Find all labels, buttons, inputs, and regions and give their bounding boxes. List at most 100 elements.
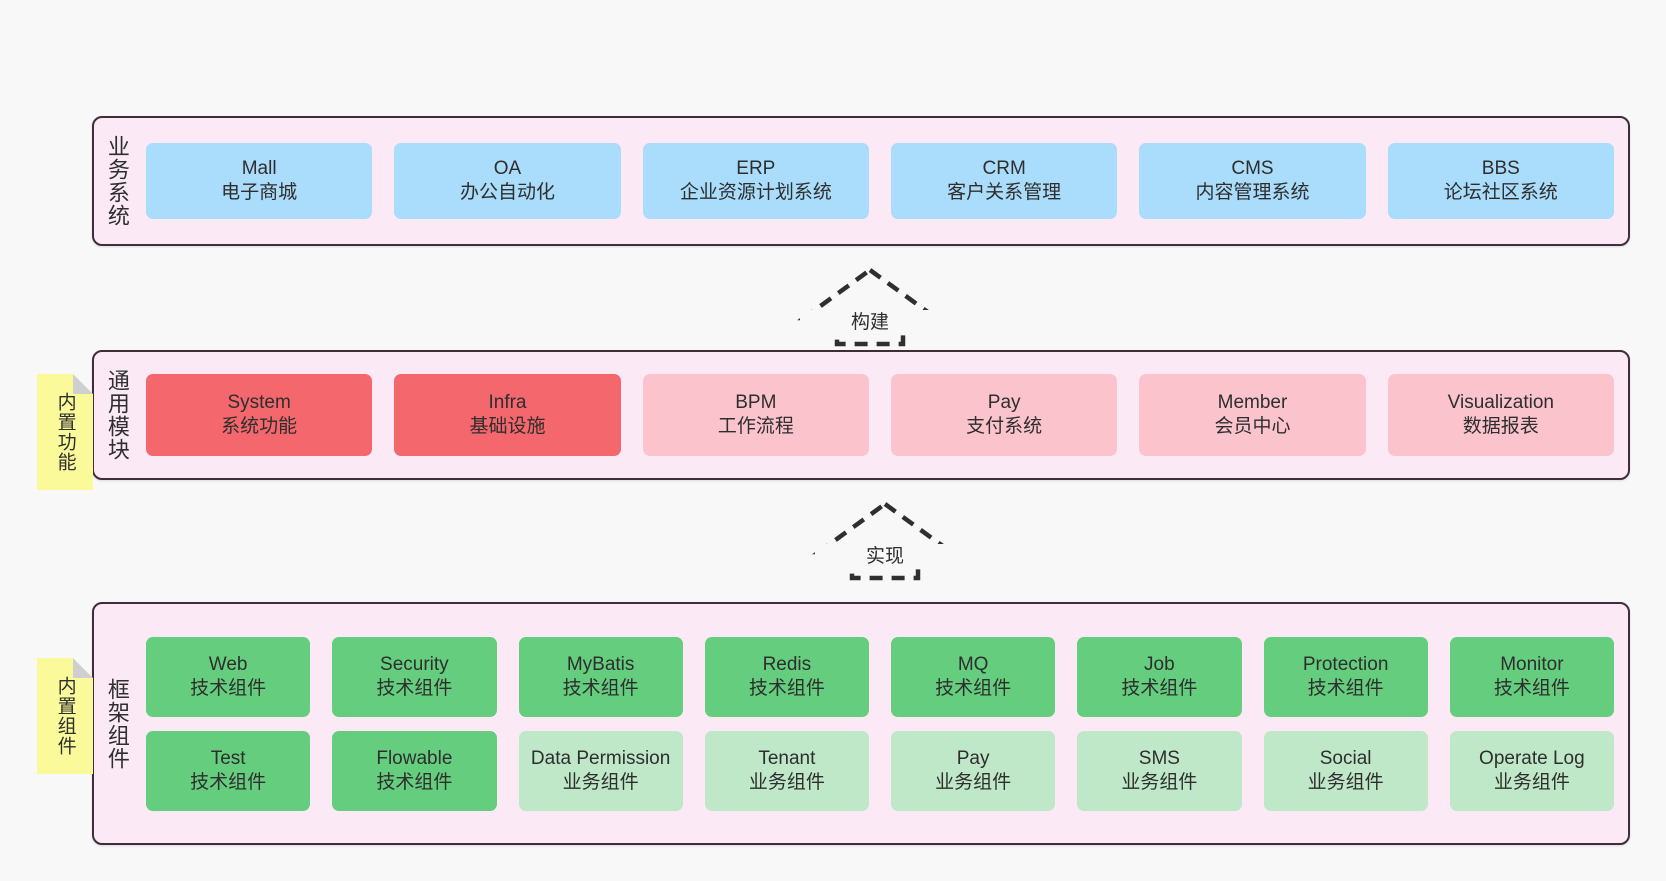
component-card-title: Flowable [376, 747, 453, 769]
module-card-subtitle: 基础设施 [469, 416, 546, 437]
module-card-title: Pay [987, 392, 1021, 414]
module-card-title: BBS [1481, 158, 1520, 180]
component-card-title: Redis [762, 653, 812, 675]
component-card-operate-log[interactable]: Operate Log 业务组件 [1449, 730, 1614, 811]
note-fold-icon [73, 658, 93, 678]
module-card-crm[interactable]: CRM 客户关系管理 [890, 143, 1118, 219]
module-card-member[interactable]: Member 会员中心 [1139, 374, 1366, 456]
module-card-system[interactable]: System 系统功能 [146, 374, 373, 456]
component-card-subtitle: 业务组件 [748, 771, 825, 793]
module-card-title: ERP [736, 158, 776, 180]
module-card-title: OA [493, 158, 522, 180]
arrow-implement: 实现 [812, 500, 958, 581]
component-card-tenant[interactable]: Tenant 业务组件 [704, 730, 869, 811]
module-card-subtitle: 企业资源计划系统 [679, 182, 832, 203]
module-card-oa[interactable]: OA 办公自动化 [394, 143, 621, 219]
layer-body-common-module: System 系统功能 Infra 基础设施 BPM 工作流程 Pay 支付系统… [140, 352, 1628, 478]
layer-title-framework-component: 框架组件 [104, 677, 130, 770]
module-card-subtitle: 电子商城 [221, 182, 298, 203]
module-card-erp[interactable]: ERP 企业资源计划系统 [642, 143, 869, 219]
layer-row: Test 技术组件 Flowable 技术组件 Data Permission … [146, 730, 1614, 811]
module-card-pay[interactable]: Pay 支付系统 [890, 374, 1118, 456]
module-card-subtitle: 内容管理系统 [1195, 182, 1310, 203]
module-card-title: Mall [241, 158, 277, 180]
component-card-test[interactable]: Test 技术组件 [146, 730, 311, 811]
component-card-subtitle: 技术组件 [748, 677, 825, 699]
component-card-monitor[interactable]: Monitor 技术组件 [1449, 636, 1614, 717]
module-card-visualization[interactable]: Visualization 数据报表 [1387, 374, 1614, 456]
component-card-subtitle: 业务组件 [935, 771, 1012, 793]
component-card-subtitle: 业务组件 [1493, 771, 1570, 793]
component-card-title: Data Permission [530, 747, 671, 769]
layer-body-business-system: Mall 电子商城 OA 办公自动化 ERP 企业资源计划系统 CRM 客户关系… [140, 118, 1628, 244]
component-card-redis[interactable]: Redis 技术组件 [704, 636, 869, 717]
component-card-subtitle: 技术组件 [1493, 677, 1570, 699]
component-card-data-permission[interactable]: Data Permission 业务组件 [518, 730, 683, 811]
component-card-subtitle: 技术组件 [376, 771, 453, 793]
layer-row: System 系统功能 Infra 基础设施 BPM 工作流程 Pay 支付系统… [146, 374, 1614, 456]
component-card-subtitle: 业务组件 [1121, 771, 1198, 793]
component-card-mq[interactable]: MQ 技术组件 [891, 636, 1056, 717]
module-card-subtitle: 论坛社区系统 [1443, 182, 1558, 203]
sticky-note-builtin-features: 内置功能 [37, 374, 93, 490]
component-card-security[interactable]: Security 技术组件 [332, 636, 497, 717]
module-card-subtitle: 会员中心 [1214, 416, 1291, 437]
component-card-subtitle: 业务组件 [562, 771, 639, 793]
component-card-subtitle: 技术组件 [935, 677, 1012, 699]
component-card-sms[interactable]: SMS 业务组件 [1077, 730, 1242, 811]
layer-row: Mall 电子商城 OA 办公自动化 ERP 企业资源计划系统 CRM 客户关系… [146, 143, 1614, 219]
layer-framework-component: 框架组件 Web 技术组件 Security 技术组件 MyBatis 技术组件… [92, 602, 1630, 845]
module-card-subtitle: 工作流程 [717, 416, 794, 437]
module-card-subtitle: 客户关系管理 [947, 182, 1062, 203]
sticky-note-label: 内置组件 [54, 676, 76, 756]
component-card-title: Monitor [1500, 653, 1564, 675]
component-card-subtitle: 技术组件 [190, 771, 267, 793]
layer-business-system: 业务系统 Mall 电子商城 OA 办公自动化 ERP 企业资源计划系统 CRM… [92, 116, 1630, 246]
module-card-mall[interactable]: Mall 电子商城 [146, 143, 373, 219]
module-card-subtitle: 支付系统 [966, 416, 1043, 437]
component-card-title: Security [380, 653, 449, 675]
component-card-subtitle: 技术组件 [1307, 677, 1384, 699]
sticky-note-label: 内置功能 [54, 392, 76, 472]
component-card-title: Tenant [758, 747, 816, 769]
component-card-title: MyBatis [566, 653, 635, 675]
arrow-build-label: 构建 [800, 310, 940, 335]
module-card-infra[interactable]: Infra 基础设施 [394, 374, 621, 456]
component-card-title: Pay [956, 747, 990, 769]
module-card-subtitle: 系统功能 [221, 416, 298, 437]
module-card-title: CMS [1231, 158, 1274, 180]
module-card-title: CRM [982, 158, 1026, 180]
component-card-title: Web [208, 653, 248, 675]
layer-common-module: 通用模块 System 系统功能 Infra 基础设施 BPM 工作流程 Pay… [92, 350, 1630, 480]
note-fold-icon [73, 374, 93, 394]
layer-row: Web 技术组件 Security 技术组件 MyBatis 技术组件 Redi… [146, 636, 1614, 717]
module-card-title: System [227, 392, 291, 414]
component-card-subtitle: 技术组件 [376, 677, 453, 699]
component-card-web[interactable]: Web 技术组件 [146, 636, 311, 717]
sticky-note-builtin-components: 内置组件 [37, 658, 93, 774]
component-card-job[interactable]: Job 技术组件 [1077, 636, 1242, 717]
component-card-title: SMS [1138, 747, 1180, 769]
component-card-social[interactable]: Social 业务组件 [1263, 730, 1428, 811]
module-card-subtitle: 办公自动化 [459, 182, 555, 203]
layer-body-framework-component: Web 技术组件 Security 技术组件 MyBatis 技术组件 Redi… [140, 604, 1628, 843]
arrow-implement-label: 实现 [815, 544, 955, 569]
component-card-subtitle: 技术组件 [1121, 677, 1198, 699]
component-card-title: Protection [1302, 653, 1389, 675]
module-card-bbs[interactable]: BBS 论坛社区系统 [1387, 143, 1614, 219]
component-card-title: MQ [957, 653, 989, 675]
module-card-bpm[interactable]: BPM 工作流程 [642, 374, 869, 456]
component-card-protection[interactable]: Protection 技术组件 [1263, 636, 1428, 717]
layer-title-common-module: 通用模块 [104, 369, 130, 461]
layer-title-business-system: 业务系统 [104, 135, 130, 227]
module-card-title: Visualization [1447, 392, 1554, 414]
module-card-title: Member [1217, 392, 1288, 414]
component-card-pay[interactable]: Pay 业务组件 [891, 730, 1056, 811]
component-card-flowable[interactable]: Flowable 技术组件 [332, 730, 497, 811]
arrow-build: 构建 [797, 266, 943, 347]
module-card-cms[interactable]: CMS 内容管理系统 [1139, 143, 1366, 219]
component-card-title: Job [1144, 653, 1175, 675]
component-card-mybatis[interactable]: MyBatis 技术组件 [518, 636, 683, 717]
component-card-subtitle: 技术组件 [190, 677, 267, 699]
